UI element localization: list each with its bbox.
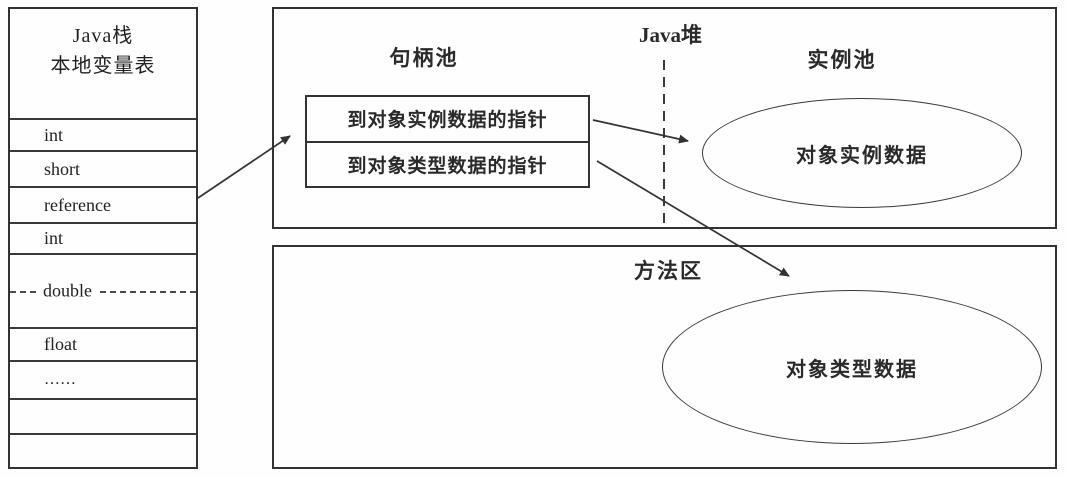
handle-pool-box: 到对象实例数据的指针 到对象类型数据的指针 <box>305 95 590 188</box>
method-area-label: 方法区 <box>634 259 703 283</box>
object-instance-data-label: 对象实例数据 <box>796 144 928 167</box>
java-stack-table-title: Java栈 本地变量表 <box>10 9 196 118</box>
stack-slot-int: int <box>10 118 196 150</box>
stack-slot-empty2 <box>10 433 196 467</box>
java-stack-table: Java栈 本地变量表 int short reference int doub… <box>8 7 198 469</box>
object-instance-data-ellipse: 对象实例数据 <box>702 98 1022 208</box>
handle-pool-label: 句柄池 <box>389 46 459 70</box>
instance-pool-label: 实例池 <box>807 48 877 72</box>
pointer-to-type-data-cell: 到对象类型数据的指针 <box>307 140 588 187</box>
double-slot-divider-dashed-line <box>10 291 196 293</box>
stack-slot-ellipsis: …… <box>10 360 196 398</box>
stack-slot-float: float <box>10 327 196 360</box>
stack-slot-int2: int <box>10 222 196 253</box>
java-stack-title-line2: 本地变量表 <box>50 55 156 77</box>
stack-slot-short: short <box>10 150 196 186</box>
stack-slot-double: double <box>10 253 196 327</box>
java-heap-label: Java堆 <box>639 23 702 47</box>
stack-slot-empty <box>10 398 196 433</box>
object-type-data-label: 对象类型数据 <box>786 358 918 381</box>
pointer-to-instance-data-cell: 到对象实例数据的指针 <box>347 110 548 132</box>
stack-slot-reference: reference <box>10 186 196 222</box>
object-type-data-ellipse: 对象类型数据 <box>662 290 1042 444</box>
stack-slot-double-label: double <box>38 280 97 302</box>
java-stack-title-line1: Java栈 <box>72 25 134 47</box>
